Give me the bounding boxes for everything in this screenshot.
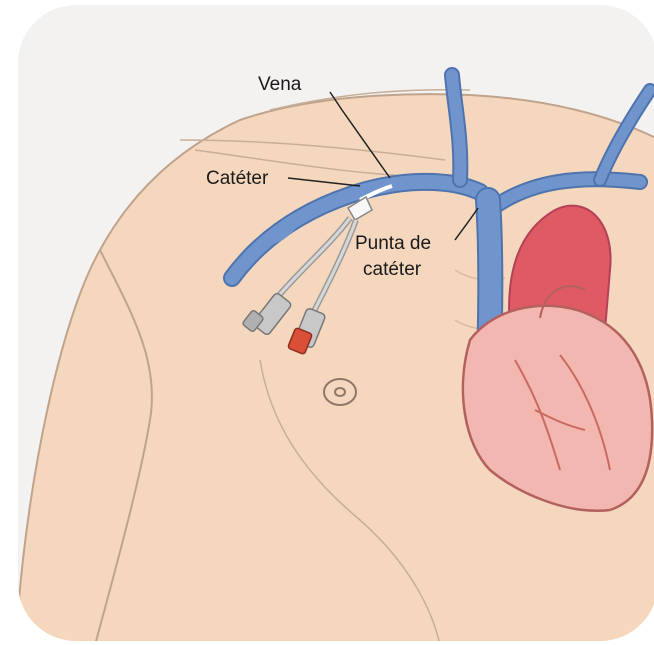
label-catheter: Catéter [206, 168, 269, 189]
label-catheter-tip-line2: catéter [363, 259, 422, 280]
label-catheter-tip-line1: Punta de [355, 233, 431, 254]
label-vein: Vena [258, 74, 302, 95]
